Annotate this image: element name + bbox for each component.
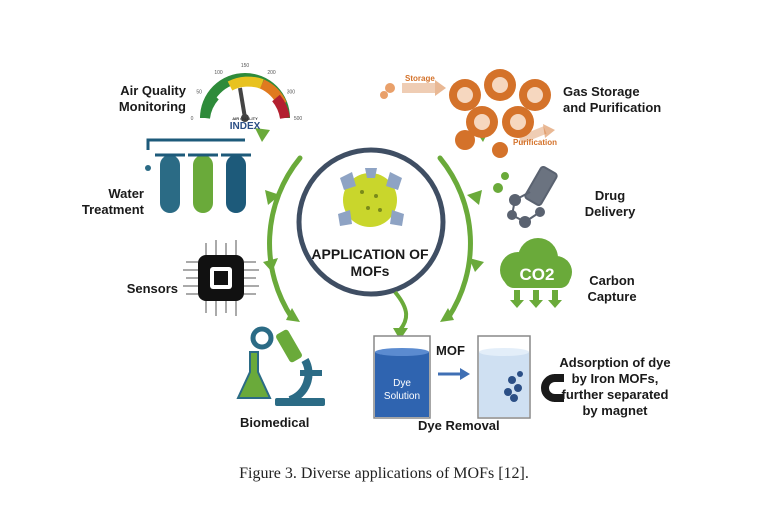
- label-sensors: Sensors: [126, 281, 178, 296]
- gauge-title: AIR QUALITY: [232, 116, 258, 121]
- label-adsorption: Adsorption of dye by Iron MOFs, further …: [552, 355, 678, 419]
- gauge-icon: [200, 73, 290, 122]
- drug-line1: Drug: [594, 188, 626, 203]
- adsorption-line2: by Iron MOFs,: [571, 371, 659, 386]
- gas-storage-flow-label: Storage: [405, 74, 435, 83]
- center-title-line2: MOFs: [350, 263, 390, 279]
- label-air-quality: Air Quality Monitoring: [90, 83, 186, 115]
- gas-purification-flow-label: Purification: [513, 138, 558, 147]
- test-tubes-icon: [145, 138, 251, 213]
- mof-arrow: [438, 368, 470, 380]
- center-to-dye-arrow: [393, 290, 409, 332]
- gas-storage-icon: [380, 69, 555, 158]
- gauge-tick-label: 500: [294, 116, 303, 122]
- figure-caption: Figure 3. Diverse applications of MOFs […: [239, 465, 529, 482]
- dye-removal-label: Dye Removal: [418, 418, 500, 433]
- chip-sensor-icon: [183, 240, 259, 316]
- drug-delivery-icon: [493, 166, 558, 228]
- microscope-flask-icon: [236, 326, 325, 406]
- gauge-tick-label: 50: [196, 90, 202, 96]
- dye-solution-label: Dye Solution: [375, 377, 429, 403]
- gauge-tick-label: 150: [241, 63, 250, 69]
- co2-cloud-icon: [500, 238, 572, 308]
- gauge-tick-label: 200: [267, 70, 276, 76]
- dye-beaker-right: [477, 335, 531, 419]
- mof-label: MOF: [436, 343, 465, 358]
- magnet-icon: [541, 374, 564, 402]
- drug-line2: Delivery: [584, 204, 636, 219]
- gauge-tick-label: 300: [287, 90, 296, 96]
- adsorption-line1: Adsorption of dye: [559, 355, 671, 370]
- co2-label: CO2: [520, 265, 555, 284]
- gauge-index: INDEX: [229, 121, 261, 132]
- carbon-line2: Capture: [587, 289, 637, 304]
- gauge-tick-label: 100: [214, 70, 223, 76]
- air-quality-line2: Monitoring: [118, 99, 186, 114]
- adsorption-line4: by magnet: [582, 403, 648, 418]
- gas-line1: Gas Storage: [563, 84, 640, 99]
- arc-arrowheads: [255, 128, 490, 322]
- center-title-line1: APPLICATION OF: [311, 246, 429, 262]
- air-quality-line1: Air Quality: [120, 83, 186, 98]
- carbon-line1: Carbon: [589, 273, 635, 288]
- label-drug-delivery: Drug Delivery: [580, 188, 640, 220]
- outer-green-arcs: [267, 155, 473, 321]
- center-title: APPLICATION OF MOFs: [300, 246, 440, 280]
- water-line2: Treatment: [81, 202, 144, 217]
- label-gas-storage: Gas Storage and Purification: [563, 84, 661, 116]
- adsorption-line3: further separated: [561, 387, 669, 402]
- dye-beaker-left: [373, 335, 431, 419]
- gas-line2: and Purification: [563, 100, 662, 115]
- mof-structure-icon: [338, 168, 404, 227]
- water-line1: Water: [108, 186, 144, 201]
- label-biomedical: Biomedical: [240, 415, 310, 430]
- dye-solution-line2: Solution: [383, 391, 421, 402]
- dye-solution-line1: Dye: [393, 378, 411, 389]
- label-water-treatment: Water Treatment: [60, 186, 144, 218]
- gauge-tick-label: 0: [191, 116, 194, 122]
- label-carbon-capture: Carbon Capture: [580, 273, 644, 305]
